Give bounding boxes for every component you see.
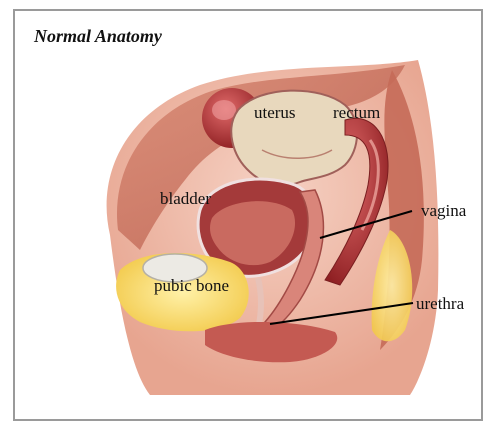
label-bladder: bladder	[160, 190, 211, 207]
label-uterus: uterus	[254, 104, 296, 121]
label-vagina: vagina	[421, 202, 466, 219]
label-rectum: rectum	[333, 104, 380, 121]
label-pubic-bone: pubic bone	[154, 277, 229, 294]
label-urethra: urethra	[416, 295, 464, 312]
